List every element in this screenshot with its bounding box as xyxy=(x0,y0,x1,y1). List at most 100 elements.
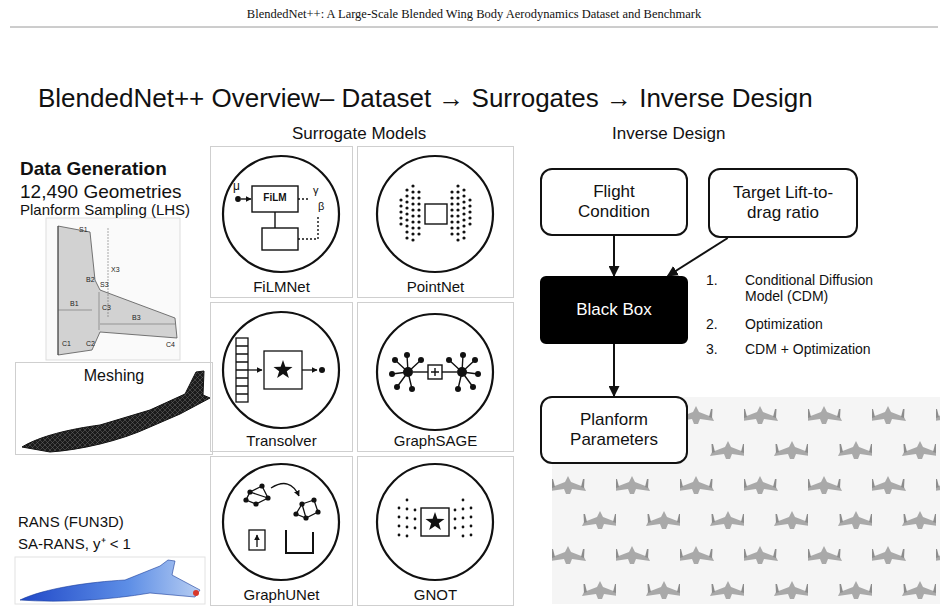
icon-arrow xyxy=(256,535,257,547)
dimension-label: X3 xyxy=(111,266,120,274)
section-heading: Data Generation xyxy=(20,158,167,180)
graph-node xyxy=(446,357,452,363)
model-circle xyxy=(223,464,339,580)
image-panel: Meshing xyxy=(15,362,213,455)
model-panel: GraphSAGE xyxy=(357,302,514,452)
list-number: 1. xyxy=(706,272,718,288)
list-number: 3. xyxy=(706,341,718,357)
graph-node xyxy=(389,371,395,377)
input-box: Flight Condition xyxy=(540,168,688,236)
node-text: Flight Condition xyxy=(559,182,669,221)
operator-block xyxy=(421,508,449,536)
planform-frame xyxy=(46,218,180,360)
dimension-line xyxy=(58,310,92,311)
node-text: GraphUNet xyxy=(244,586,320,603)
icon-arrow xyxy=(241,198,251,199)
image-frame xyxy=(15,557,205,604)
step-label: Planform Sampling (LHS) xyxy=(20,201,190,218)
dashed-link xyxy=(298,216,318,239)
list-item: CDM + Optimization xyxy=(745,341,871,357)
flow-arrow xyxy=(668,238,728,276)
graph-edges xyxy=(246,486,268,504)
model-circle xyxy=(223,312,339,428)
node-text: Target Lift-to-drag ratio xyxy=(721,183,846,222)
flow-arrow xyxy=(613,236,615,276)
node-text: PointNet xyxy=(407,278,465,295)
graph-edges xyxy=(296,500,318,518)
point-cloud xyxy=(401,186,419,242)
dimension-label: C4 xyxy=(166,341,175,349)
attention-block xyxy=(264,351,302,389)
output-dot xyxy=(319,367,325,373)
model-circle xyxy=(377,314,493,430)
icon-link xyxy=(442,371,457,372)
film-block xyxy=(252,186,298,212)
model-circle xyxy=(377,464,493,580)
dimension-line xyxy=(99,292,100,330)
encoder-block xyxy=(425,204,447,224)
icon-arrow xyxy=(302,369,317,370)
output-box: Planform Parameters xyxy=(540,396,688,464)
list-number: 2. xyxy=(706,316,718,332)
header-rule xyxy=(10,27,938,28)
node-text: GraphSAGE xyxy=(394,432,477,449)
graph-node xyxy=(394,384,400,390)
model-circle xyxy=(223,156,339,272)
graph-node xyxy=(259,483,264,488)
graph-node xyxy=(460,352,466,358)
point-cloud xyxy=(399,500,415,545)
page-header: BlendedNet++: A Large-Scale Blended Wing… xyxy=(0,7,948,21)
dimension-label: B3 xyxy=(132,314,141,322)
input-dot xyxy=(236,197,240,201)
token-cells xyxy=(236,346,248,394)
dimension-label: C3 xyxy=(102,304,111,312)
list-item: Optimization xyxy=(745,316,823,332)
list-item: Conditional Diffusion Model (CDM) xyxy=(745,272,915,304)
node-text: GNOT xyxy=(414,586,457,603)
graph-node xyxy=(455,386,461,392)
centerline xyxy=(58,226,59,355)
star-icon xyxy=(273,360,292,378)
graph-node xyxy=(253,501,258,506)
point-cloud xyxy=(452,186,470,242)
token-column xyxy=(236,338,248,402)
block-label: FiLM xyxy=(252,192,298,204)
symbol-label: γ xyxy=(313,184,319,197)
dimension-label: S3 xyxy=(100,281,109,289)
model-circle xyxy=(377,156,493,272)
dimension-label: B1 xyxy=(70,300,79,308)
model-panel: Transolver xyxy=(210,302,353,452)
graph-node xyxy=(409,386,415,392)
graph-hub xyxy=(457,367,467,377)
icon-link xyxy=(274,212,275,228)
graph-hub xyxy=(403,367,413,377)
pressure-hotspot xyxy=(193,590,199,596)
graph-node xyxy=(247,489,252,494)
graph-node xyxy=(418,357,424,363)
star-icon xyxy=(425,512,444,530)
node-text: Black Box xyxy=(576,300,652,320)
graph-node xyxy=(303,515,308,520)
model-panel: FiLMNet xyxy=(210,146,353,298)
point-cloud xyxy=(455,500,471,545)
flow-arrow xyxy=(613,344,615,396)
pressure-aircraft xyxy=(20,560,200,601)
section-heading: Surrogate Models xyxy=(292,124,426,144)
dimension-line xyxy=(100,324,175,325)
input-box: Target Lift-to-drag ratio xyxy=(708,168,858,238)
u-shape xyxy=(286,530,313,553)
graph-node xyxy=(243,497,248,502)
design-grid xyxy=(552,397,940,604)
graph-node xyxy=(265,495,270,500)
dimension-label: S1 xyxy=(79,226,88,234)
dataset-count: 12,490 Geometries xyxy=(20,181,182,203)
graph-node xyxy=(404,352,410,358)
pool-block xyxy=(249,530,265,550)
graph-node xyxy=(293,511,298,516)
node-text: Planform Parameters xyxy=(559,410,669,449)
layer-block xyxy=(262,228,298,250)
section-heading: Inverse Design xyxy=(612,124,725,144)
dimension-label: C1 xyxy=(62,340,71,348)
